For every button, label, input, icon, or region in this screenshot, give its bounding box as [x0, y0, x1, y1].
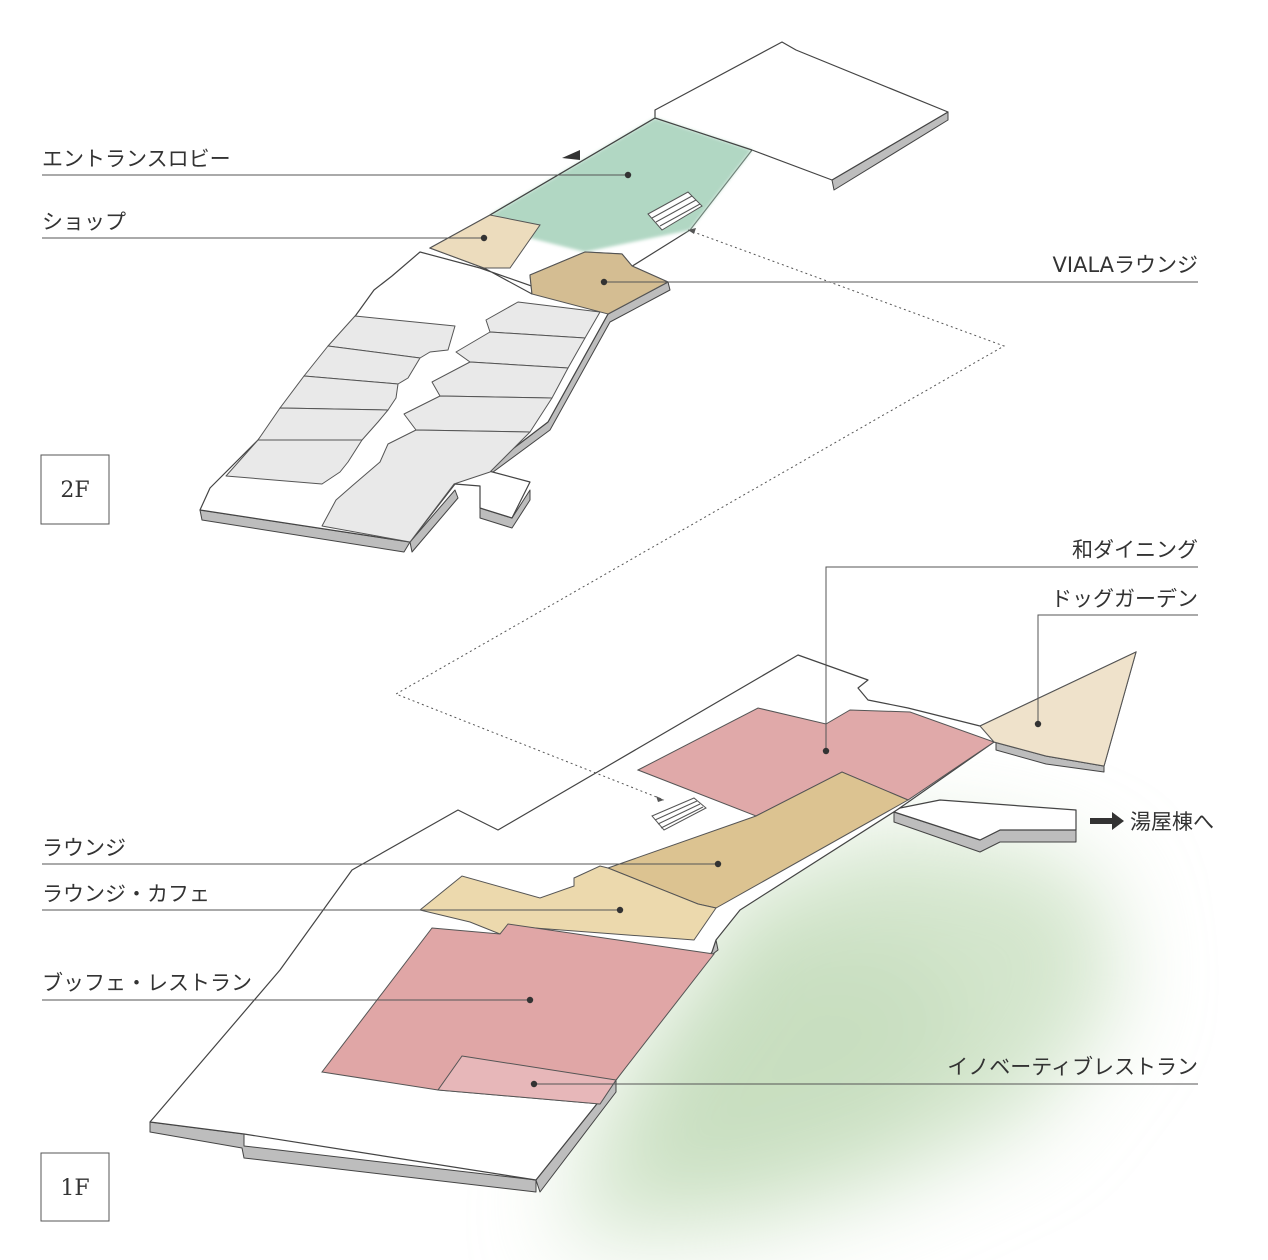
- arrow-head: [688, 228, 696, 234]
- innovative-restaurant-area: [437, 1055, 617, 1105]
- floor-1f: [149, 651, 1137, 1193]
- svg-text:ブッフェ・レストラン: ブッフェ・レストラン: [42, 971, 252, 995]
- shop-area: [428, 214, 541, 269]
- svg-text:ドッグガーデン: ドッグガーデン: [1051, 587, 1198, 611]
- guest-rooms-left: [225, 315, 456, 485]
- svg-text:エントランスロビー: エントランスロビー: [42, 147, 231, 171]
- label-to-yuya: 湯屋棟へ: [1090, 810, 1214, 834]
- floor-2f-slab-right: [409, 489, 459, 553]
- label-wa-dining: 和ダイニング: [822, 538, 1198, 755]
- entrance-triangle-icon: [562, 150, 580, 160]
- viala-lounge-area: [529, 251, 670, 315]
- label-entrance-lobby: エントランスロビー: [42, 147, 632, 179]
- guest-room: [279, 375, 399, 411]
- label-dog-garden: ドッグガーデン: [1034, 587, 1198, 728]
- svg-text:イノベーティブレストラン: イノベーティブレストラン: [947, 1055, 1198, 1079]
- floor-indicator-2f: 2F: [40, 454, 110, 525]
- stairs-icon: [651, 797, 707, 831]
- svg-text:ラウンジ・カフェ: ラウンジ・カフェ: [42, 882, 210, 906]
- svg-text:湯屋棟へ: 湯屋棟へ: [1130, 810, 1214, 834]
- stairs-icon: [647, 191, 703, 231]
- svg-text:1F: 1F: [60, 1176, 89, 1201]
- svg-text:ラウンジ: ラウンジ: [42, 836, 126, 860]
- svg-text:2F: 2F: [60, 478, 89, 503]
- garden-watercolor: [560, 830, 1120, 1240]
- label-shop: ショップ: [42, 210, 488, 242]
- entrance-lobby-area: [490, 118, 752, 252]
- arrow-right-icon: [1090, 812, 1124, 830]
- label-buffet-restaurant: ブッフェ・レストラン: [42, 971, 534, 1004]
- floor-2f: [199, 41, 949, 553]
- label-lounge: ラウンジ: [42, 836, 722, 868]
- guest-room: [303, 345, 421, 385]
- svg-text:和ダイニング: 和ダイニング: [1072, 538, 1198, 562]
- guest-room: [225, 439, 363, 485]
- label-viala-lounge: VIALAラウンジ: [600, 253, 1198, 286]
- svg-text:VIALAラウンジ: VIALAラウンジ: [1053, 253, 1198, 277]
- guest-room: [321, 429, 531, 543]
- label-lounge-cafe: ラウンジ・カフェ: [42, 882, 624, 914]
- arrow-head: [656, 796, 664, 802]
- guest-rooms-right: [321, 301, 601, 543]
- dog-garden-area: [979, 651, 1137, 767]
- guest-room: [257, 407, 389, 441]
- floor-indicator-1f: 1F: [40, 1152, 110, 1222]
- stair-connection-line: [394, 229, 1006, 801]
- floor-1f-slab-front: [149, 1121, 537, 1193]
- svg-text:ショップ: ショップ: [42, 210, 126, 234]
- label-innovative-restaurant: イノベーティブレストラン: [530, 1055, 1198, 1088]
